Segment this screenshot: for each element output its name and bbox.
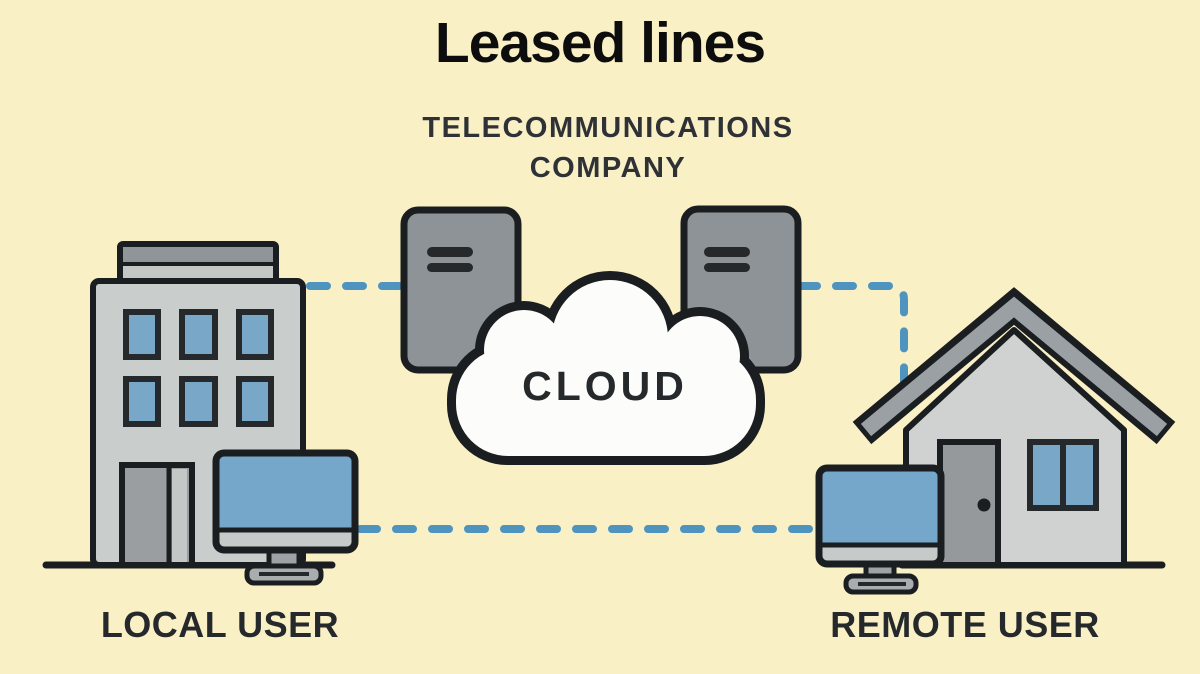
window — [123, 376, 161, 427]
house-icon — [852, 287, 1176, 568]
desktop-monitor-icon-local — [212, 449, 359, 586]
local-user-label: LOCAL USER — [100, 604, 340, 645]
cloud-label: CLOUD — [522, 363, 688, 409]
building-roof-top-band — [120, 244, 276, 264]
house-roof — [860, 296, 1168, 437]
door-knob — [977, 498, 991, 512]
remote-user-label: REMOTE USER — [830, 604, 1100, 645]
monitor-frame — [815, 464, 945, 568]
monitor-frame — [212, 449, 359, 554]
building-windows — [123, 309, 274, 427]
connection-server-to-house — [796, 282, 908, 390]
window — [236, 376, 274, 427]
window — [123, 309, 161, 360]
building-roof-bottom-band — [120, 264, 276, 282]
server-slot — [704, 263, 750, 272]
window — [179, 309, 218, 360]
page-title: Leased lines — [434, 11, 766, 75]
window — [179, 376, 218, 427]
server-slot — [427, 263, 473, 272]
server-slot — [427, 247, 473, 257]
monitor-screen — [219, 456, 352, 530]
telecom-label-line2: COMPANY — [529, 152, 687, 184]
telecom-label-line1: TELECOMMUNICATIONS — [422, 112, 794, 144]
window — [236, 309, 274, 360]
telecom-company-label: TELECOMMUNICATIONS COMPANY — [8, 108, 1200, 188]
server-slot — [704, 247, 750, 257]
building-door-panel — [172, 469, 187, 562]
cloud-icon — [447, 271, 765, 465]
leased-line-connections — [306, 282, 908, 533]
monitor-chin — [822, 545, 938, 561]
monitor-chin — [219, 530, 352, 547]
cloud-fill — [456, 280, 756, 456]
monitor-screen — [822, 471, 938, 545]
desktop-monitor-icon-remote — [815, 464, 945, 595]
